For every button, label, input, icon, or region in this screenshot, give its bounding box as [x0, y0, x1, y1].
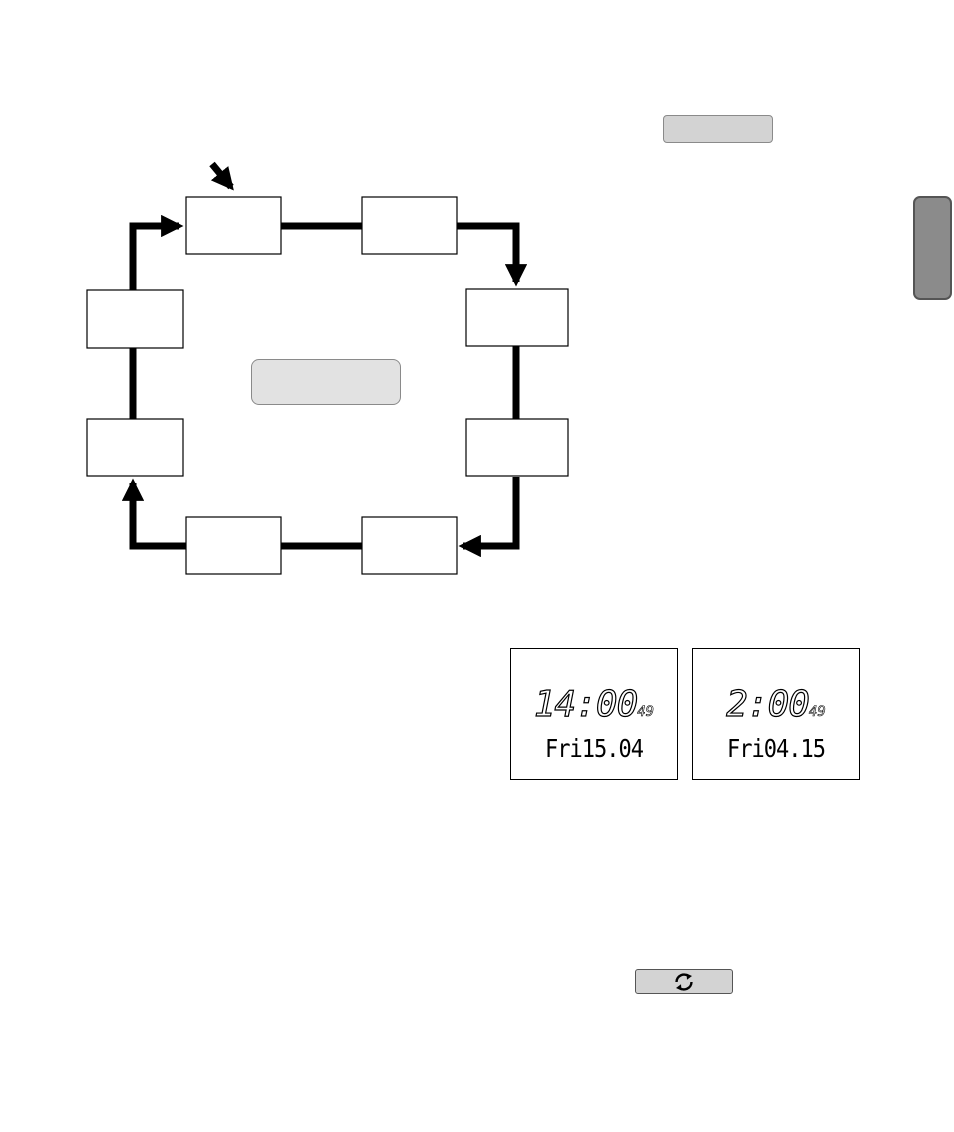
entry-arrow-icon — [209, 161, 234, 191]
arrow-top-left — [129, 214, 184, 290]
cycle-box-4 — [465, 418, 569, 477]
center-button[interactable] — [251, 359, 401, 405]
lcd-display-12h: 2:0049 Fri04.15 — [692, 648, 860, 780]
side-tab[interactable] — [913, 196, 952, 300]
cycle-box-7 — [86, 418, 184, 477]
cycle-box-1 — [185, 196, 282, 255]
lcd-time: 2:0049 — [693, 684, 859, 732]
lcd-time-value: 2:00 — [726, 684, 811, 725]
cycle-box-5 — [361, 516, 458, 575]
lcd-date: Fri04.15 — [727, 735, 826, 764]
cycle-box-8 — [86, 289, 184, 349]
cycle-box-3 — [465, 288, 569, 347]
lcd-display-24h: 14:0049 Fri15.04 — [510, 648, 678, 780]
cycle-box-2 — [361, 196, 458, 255]
arrow-bottom-left — [121, 478, 186, 550]
arrow-bottom-right — [458, 477, 520, 558]
refresh-icon — [675, 973, 693, 991]
lcd-time-value: 14:00 — [533, 684, 639, 725]
refresh-button[interactable] — [635, 969, 733, 994]
lcd-seconds: 49 — [808, 704, 826, 721]
lcd-time: 14:0049 — [511, 684, 677, 732]
cycle-box-6 — [185, 516, 282, 575]
lcd-seconds: 49 — [637, 704, 655, 721]
arrow-top-right — [457, 222, 528, 287]
top-button[interactable] — [663, 115, 773, 143]
lcd-date: Fri15.04 — [545, 735, 644, 764]
